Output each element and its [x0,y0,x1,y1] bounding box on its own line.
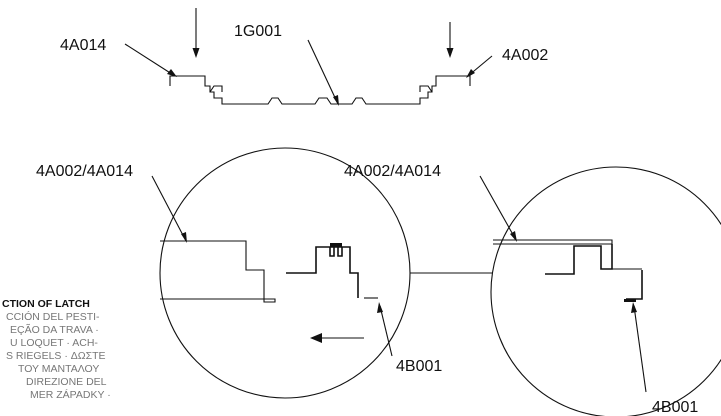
leader-4B001-right [631,302,647,393]
direction-of-latch-text: CTION OF LATCH CCIÓN DEL PESTI- EÇÃO DA … [2,298,111,401]
label-4B001-right: 4B001 [652,399,698,416]
latch-direction-arrow [310,333,364,343]
label-4A002-top: 4A002 [502,47,548,64]
leader-4B001-left [377,302,393,357]
leader-4A014-top [124,43,177,77]
label-1G001: 1G001 [234,23,282,40]
top-left-load-arrow [192,8,200,58]
leader-4A002-4A014-right [479,175,517,242]
direction-line-7: DIREZIONE DEL [26,376,107,388]
direction-line-3: EÇÃO DA TRAVA · [10,323,99,336]
label-4A014-top: 4A014 [60,37,106,54]
left-detail-circle [159,147,492,399]
direction-line-2: CCIÓN DEL PESTI- [6,310,100,323]
right-detail-circle [490,166,721,416]
direction-line-4: U LOQUET · ACH- [10,337,98,349]
leader-4A002-top [466,55,493,78]
direction-line-6: ΤΟΥ ΜΑΝΤΑΛΟΥ [18,363,99,375]
label-4A002-4A014-left: 4A002/4A014 [36,163,133,180]
top-profile [169,75,471,105]
top-right-load-arrow [446,22,454,58]
direction-line-8: MER ZÁPADKY · [30,388,111,401]
leader-4A002-4A014-left [151,175,187,243]
leader-1G001 [307,39,339,106]
label-4B001-left: 4B001 [396,358,442,375]
label-4A002-4A014-right: 4A002/4A014 [344,163,441,180]
direction-line-1: CTION OF LATCH [2,298,90,310]
direction-line-5: S RIEGELS · ΔΩΣΤΕ [6,350,106,362]
